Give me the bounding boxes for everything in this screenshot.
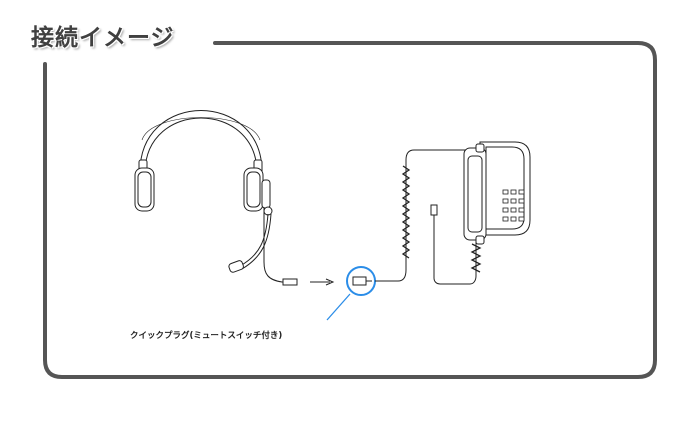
quick-plug-caption: クイックプラグ(ミュートスイッチ付き)	[130, 331, 283, 341]
telephone-cord	[375, 149, 482, 285]
headset-icon	[134, 110, 298, 286]
quick-plug-icon	[326, 266, 376, 321]
arrow-icon	[310, 278, 335, 286]
telephone-icon	[463, 141, 531, 245]
keypad	[502, 189, 525, 222]
section-title: 接続イメージ	[31, 25, 175, 51]
frame-border	[43, 41, 657, 379]
